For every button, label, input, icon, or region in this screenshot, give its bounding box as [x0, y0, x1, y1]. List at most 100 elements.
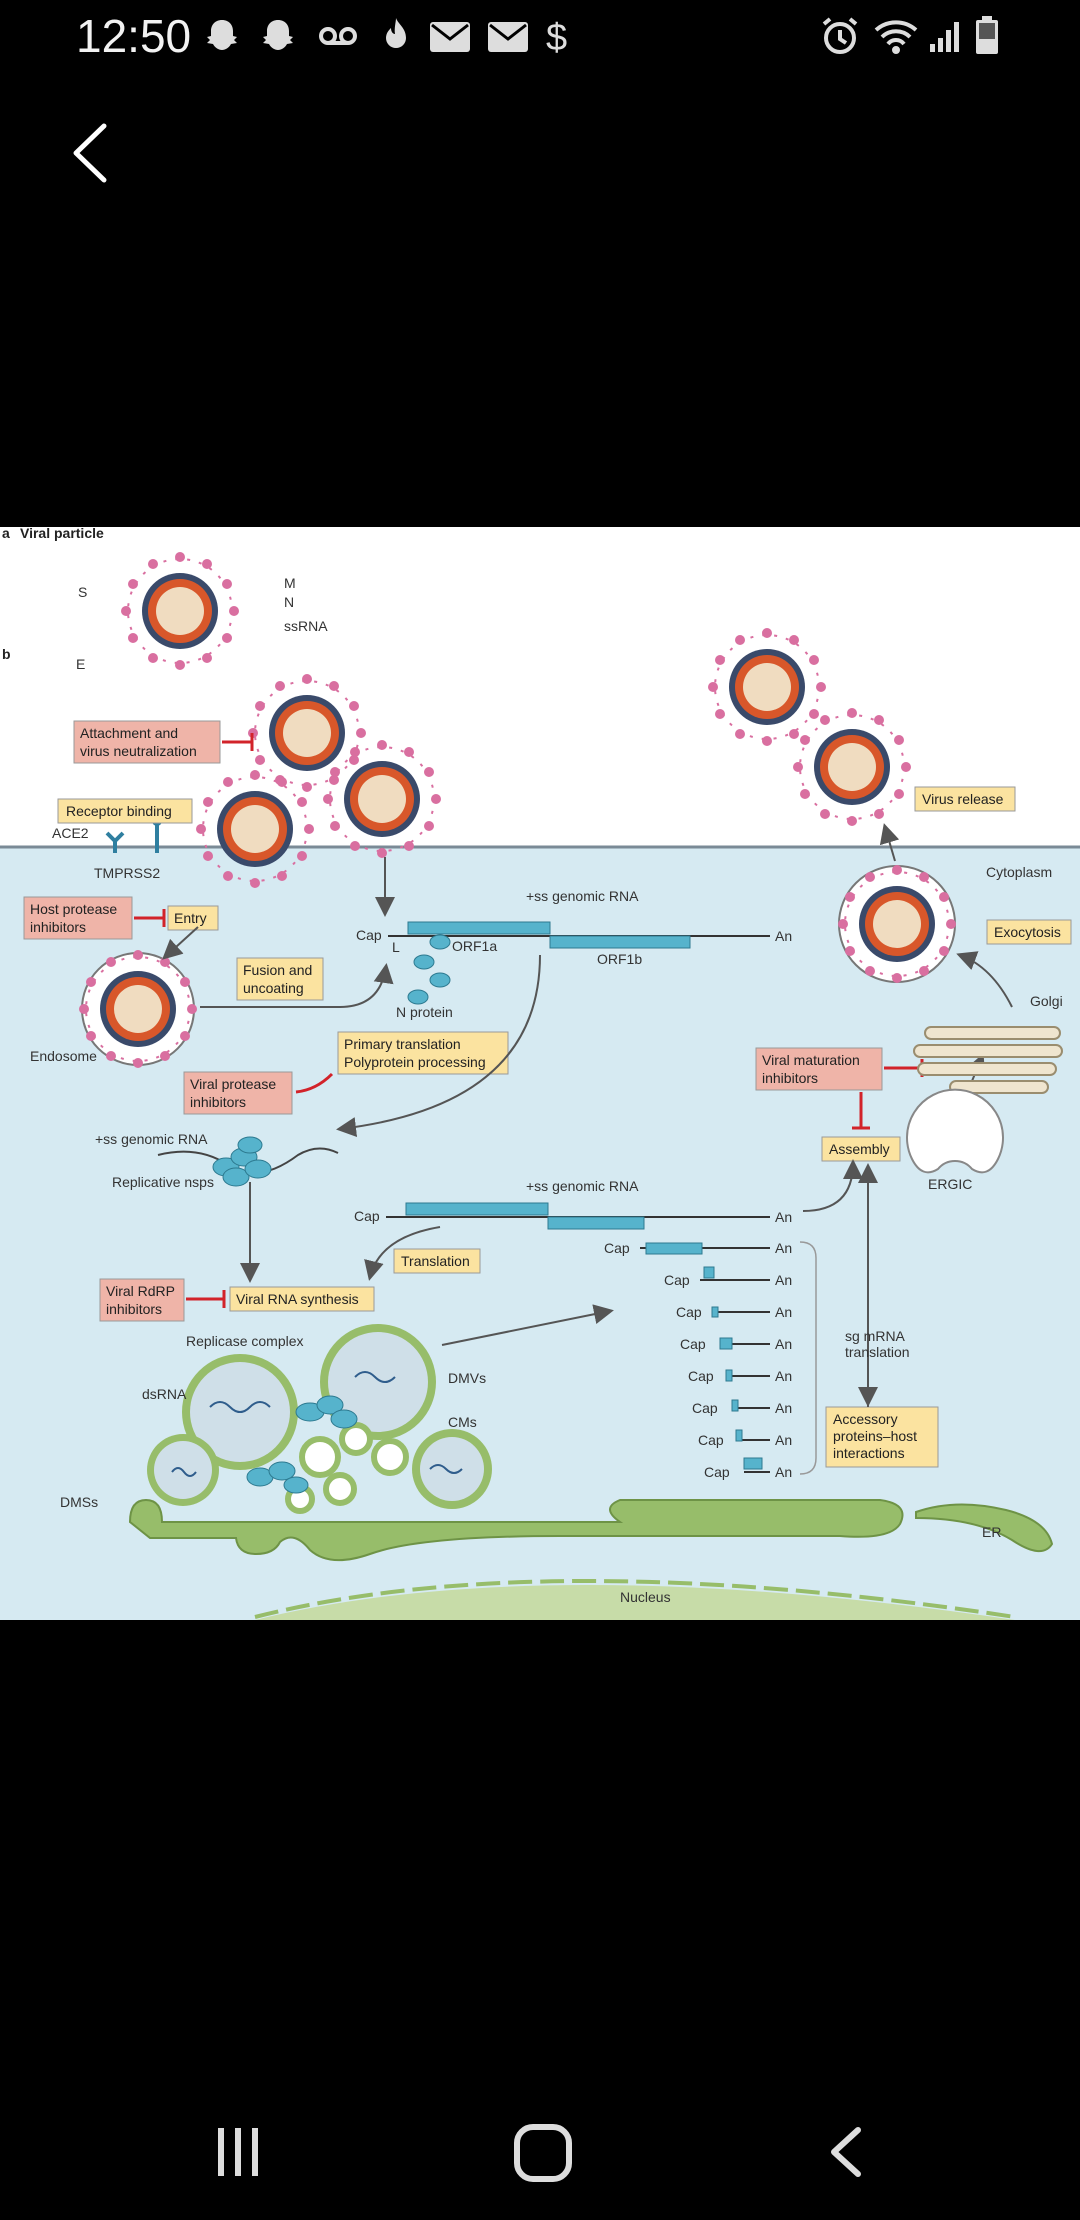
label-sg-mrna: sg mRNA — [845, 1328, 906, 1344]
box-assembly: Assembly — [821, 1136, 901, 1162]
label-genomic-rna-left: +ss genomic RNA — [95, 1131, 208, 1147]
box-accessory-proteins: Accessory proteins–host interactions — [825, 1406, 939, 1468]
svg-text:proteins–host: proteins–host — [833, 1428, 917, 1444]
alarm-icon — [822, 17, 858, 54]
svg-text:Cap: Cap — [604, 1240, 630, 1256]
voicemail-icon — [319, 27, 357, 45]
mail-icon — [488, 22, 528, 52]
svg-text:Cap: Cap — [688, 1368, 714, 1384]
svg-text:Cap: Cap — [356, 927, 382, 943]
navigation-bar — [0, 2080, 1080, 2220]
label-replicative-nsps: Replicative nsps — [112, 1174, 214, 1190]
back-arrow-icon[interactable] — [58, 118, 128, 188]
system-icons — [822, 16, 998, 54]
svg-text:An: An — [775, 1432, 792, 1448]
svg-text:+ss genomic RNA: +ss genomic RNA — [526, 1178, 639, 1194]
svg-text:Host protease: Host protease — [30, 901, 117, 917]
virion-released-1 — [707, 627, 827, 747]
viral-particle — [120, 551, 240, 671]
svg-text:Translation: Translation — [401, 1253, 470, 1269]
svg-text:An: An — [775, 928, 792, 944]
label-er: ER — [982, 1524, 1001, 1540]
box-exocytosis: Exocytosis — [986, 919, 1072, 945]
label-n-protein: N protein — [396, 1004, 453, 1020]
label-golgi: Golgi — [1030, 993, 1063, 1009]
box-fusion-uncoating: Fusion and uncoating — [236, 957, 324, 1001]
svg-text:Accessory: Accessory — [833, 1411, 898, 1427]
label-s: S — [78, 584, 87, 600]
svg-text:inhibitors: inhibitors — [30, 919, 86, 935]
svg-text:ORF1a: ORF1a — [452, 938, 497, 954]
svg-text:Virus release: Virus release — [922, 791, 1004, 807]
home-icon[interactable] — [512, 2122, 574, 2184]
box-receptor-binding: Receptor binding — [57, 798, 193, 824]
nucleus — [255, 1585, 1015, 1620]
wifi-icon — [874, 20, 918, 54]
golgi-apparatus — [913, 1026, 1063, 1094]
box-attachment-neutralization: Attachment and virus neutralization — [73, 720, 254, 764]
mail-icon — [430, 22, 470, 52]
label-tmprss2: TMPRSS2 — [94, 865, 160, 881]
svg-text:Primary translation: Primary translation — [344, 1036, 461, 1052]
svg-text:Viral protease: Viral protease — [190, 1076, 276, 1092]
svg-text:An: An — [775, 1209, 792, 1225]
label-dmss: DMSs — [60, 1494, 98, 1510]
svg-text:Cap: Cap — [698, 1432, 724, 1448]
svg-text:Polyprotein processing: Polyprotein processing — [344, 1054, 486, 1070]
svg-text:Attachment and: Attachment and — [80, 725, 178, 741]
box-translation: Translation — [393, 1248, 481, 1274]
svg-text:Receptor binding: Receptor binding — [66, 803, 172, 819]
label-cms: CMs — [448, 1414, 477, 1430]
svg-text:Cap: Cap — [704, 1464, 730, 1480]
box-host-protease-inhibitors: Host protease inhibitors — [23, 896, 166, 940]
label-replicase-complex: Replicase complex — [186, 1333, 304, 1349]
back-icon[interactable] — [820, 2124, 876, 2180]
snapchat-icon — [263, 20, 293, 50]
svg-text:Cap: Cap — [676, 1304, 702, 1320]
endoplasmic-reticulum — [128, 1498, 904, 1562]
svg-text:Viral maturation: Viral maturation — [762, 1052, 860, 1068]
label-cytoplasm: Cytoplasm — [986, 864, 1052, 880]
label-m: M — [284, 575, 296, 591]
svg-text:An: An — [775, 1272, 792, 1288]
svg-text:inhibitors: inhibitors — [762, 1070, 818, 1086]
figure-canvas: a Viral particle S M N ssRNA E b ACE2 TM… — [0, 527, 1080, 1620]
svg-text:L: L — [392, 939, 400, 955]
svg-text:Fusion and: Fusion and — [243, 962, 312, 978]
svg-text:inhibitors: inhibitors — [190, 1094, 246, 1110]
svg-text:Entry: Entry — [174, 910, 207, 926]
svg-text:Cap: Cap — [664, 1272, 690, 1288]
ergic-compartment — [906, 1088, 1004, 1174]
panel-b-label: b — [2, 646, 11, 662]
box-entry: Entry — [167, 905, 219, 931]
svg-text:Exocytosis: Exocytosis — [994, 924, 1061, 940]
box-viral-protease-inhibitors: Viral protease inhibitors — [183, 1071, 334, 1115]
box-primary-translation: Primary translation Polyprotein processi… — [337, 1031, 509, 1075]
svg-text:inhibitors: inhibitors — [106, 1301, 162, 1317]
svg-text:Viral RdRP: Viral RdRP — [106, 1283, 175, 1299]
virion-released-2 — [792, 707, 912, 827]
box-viral-rna-synthesis: Viral RNA synthesis — [229, 1286, 375, 1312]
n-protein — [407, 934, 451, 1005]
svg-text:An: An — [775, 1304, 792, 1320]
label-ace2: ACE2 — [52, 825, 89, 841]
label-n: N — [284, 594, 294, 610]
box-virus-release: Virus release — [914, 786, 1016, 812]
svg-text:Assembly: Assembly — [829, 1141, 890, 1157]
recents-icon[interactable] — [212, 2124, 264, 2180]
svg-text:ORF1b: ORF1b — [597, 951, 642, 967]
svg-text:Cap: Cap — [680, 1336, 706, 1352]
label-sg-mrna-translation: translation — [845, 1344, 910, 1360]
battery-icon — [976, 16, 998, 54]
svg-text:Cap: Cap — [692, 1400, 718, 1416]
label-ergic: ERGIC — [928, 1176, 972, 1192]
virion-attachment — [247, 673, 367, 793]
notification-icons: $ — [207, 17, 567, 58]
coronavirus-lifecycle-figure[interactable]: a Viral particle S M N ssRNA E b ACE2 TM… — [0, 527, 1080, 1620]
svg-text:An: An — [775, 1464, 792, 1480]
status-time: 12:50 — [76, 10, 192, 62]
svg-text:$: $ — [546, 17, 567, 58]
signal-icon — [930, 22, 959, 52]
replicative-nsps — [212, 1136, 272, 1187]
